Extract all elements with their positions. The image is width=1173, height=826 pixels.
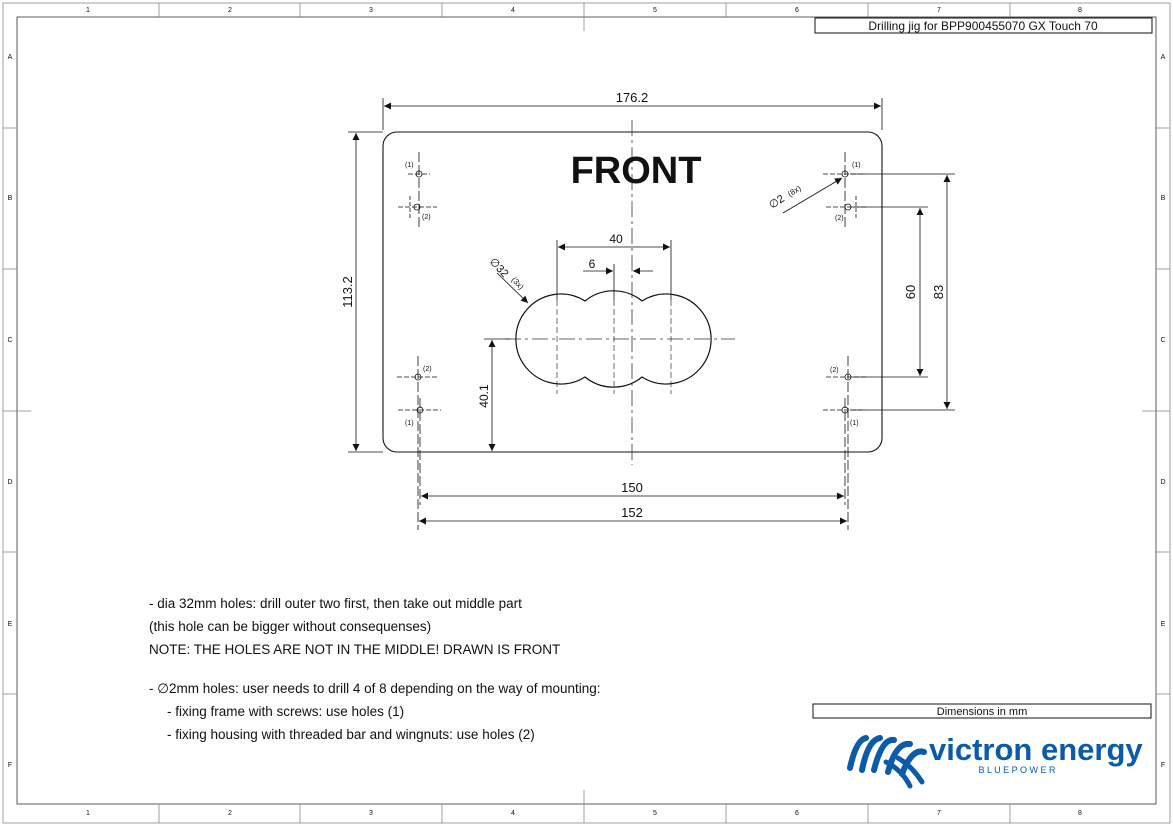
dim-text: 152 xyxy=(621,505,643,520)
col-label: 3 xyxy=(369,810,373,817)
dim-overall-width xyxy=(382,98,883,130)
callout-big-hole: ∅32 (3x) xyxy=(487,256,529,304)
col-label: 8 xyxy=(1078,7,1082,14)
callout-text: ∅2 xyxy=(767,193,787,212)
brand-tagline: B L U E P O W E R xyxy=(978,765,1056,775)
col-label: 7 xyxy=(937,810,941,817)
hole-tag: (2) xyxy=(835,215,844,222)
small-hole-icon xyxy=(398,398,441,505)
big-hole-cutout xyxy=(515,290,712,394)
col-label: 8 xyxy=(1078,810,1082,817)
col-label: 1 xyxy=(86,810,90,817)
hole-tag: (1) xyxy=(852,162,861,169)
callout-count: (8x) xyxy=(786,183,803,198)
note-line: - ∅2mm holes: user needs to drill 4 of 8… xyxy=(149,680,601,696)
col-label: 2 xyxy=(228,7,232,14)
hole-tag: (2) xyxy=(423,366,432,373)
col-label: 6 xyxy=(795,7,799,14)
dim-text: 60 xyxy=(903,285,918,299)
col-label: 3 xyxy=(369,7,373,14)
drilling-notes: - dia 32mm holes: drill outer two first,… xyxy=(149,592,601,746)
dim-text: 40.1 xyxy=(477,384,491,408)
callout-small-hole: ∅2 (8x) xyxy=(767,177,843,214)
col-label: 4 xyxy=(511,810,515,817)
dim-text: 176.2 xyxy=(616,90,649,105)
mounting-holes xyxy=(397,152,868,530)
note-spacer xyxy=(149,662,601,677)
hole-tag: (1) xyxy=(405,420,414,427)
col-label: 1 xyxy=(86,7,90,14)
row-label: C xyxy=(7,337,12,344)
col-label: 5 xyxy=(653,7,657,14)
row-label: F xyxy=(1161,762,1165,769)
small-hole-icon xyxy=(408,152,430,230)
row-label: A xyxy=(1161,54,1166,61)
note-line: - fixing housing with threaded bar and w… xyxy=(167,727,535,743)
row-label: E xyxy=(1161,621,1166,628)
brand-name: victron energy xyxy=(929,732,1143,767)
dim-text: 40 xyxy=(609,232,623,246)
col-label: 5 xyxy=(653,810,657,817)
dim-text: 83 xyxy=(931,285,946,299)
front-label: FRONT xyxy=(571,150,702,192)
small-hole-icon xyxy=(826,356,868,530)
dim-big-hole-offset xyxy=(583,264,653,300)
dim-vertical-60 xyxy=(852,206,928,378)
row-label: B xyxy=(8,195,13,202)
units-note: Dimensions in mm xyxy=(937,706,1027,718)
jig-plate: FRONT xyxy=(382,120,883,465)
note-line: (this hole can be bigger without consequ… xyxy=(149,619,432,635)
victron-coil-icon xyxy=(847,735,927,789)
callout-text: ∅32 xyxy=(487,256,511,280)
col-label: 7 xyxy=(937,7,941,14)
col-label: 4 xyxy=(511,7,515,14)
title-box: Drilling jig for BPP900455070 GX Touch 7… xyxy=(814,17,1153,34)
dim-text: 150 xyxy=(621,480,643,495)
row-label: B xyxy=(1161,195,1166,202)
hole-tag: (2) xyxy=(422,214,431,221)
col-label: 2 xyxy=(228,810,232,817)
hole-tag: (2) xyxy=(830,367,839,374)
row-label: F xyxy=(8,762,12,769)
small-hole-icon xyxy=(398,196,437,218)
hole-tag: (1) xyxy=(405,162,414,169)
row-label: A xyxy=(8,54,13,61)
note-line: - dia 32mm holes: drill outer two first,… xyxy=(149,596,522,611)
dim-big-hole-pitch xyxy=(556,240,672,300)
note-line: - fixing frame with screws: use holes (1… xyxy=(167,703,405,719)
note-line: NOTE: THE HOLES ARE NOT IN THE MIDDLE! D… xyxy=(149,642,561,658)
dim-overall-height xyxy=(348,131,383,453)
col-label: 6 xyxy=(795,810,799,817)
grid-labels: 1 2 3 4 5 6 7 8 1 2 3 4 5 6 7 8 A B C D … xyxy=(7,7,1165,817)
victron-logo: victron energy B L U E P O W E R xyxy=(847,732,1143,789)
hole-tag: (1) xyxy=(850,420,859,427)
row-label: D xyxy=(7,479,12,486)
hole-tags: (1) (2) (2) (1) (1) (2) (2) (1) xyxy=(405,162,861,427)
units-box: Dimensions in mm xyxy=(812,703,1152,719)
dim-text: 6 xyxy=(589,257,596,271)
dim-big-hole-height xyxy=(484,338,510,451)
small-hole-icon xyxy=(397,356,438,530)
row-label: E xyxy=(8,621,13,628)
dim-vertical-83 xyxy=(850,173,955,411)
dim-text: 113.2 xyxy=(340,276,355,308)
row-label: C xyxy=(1160,337,1165,344)
row-label: D xyxy=(1160,479,1165,486)
drawing-title: Drilling jig for BPP900455070 GX Touch 7… xyxy=(868,19,1098,33)
callout-count: (3x) xyxy=(510,275,526,291)
